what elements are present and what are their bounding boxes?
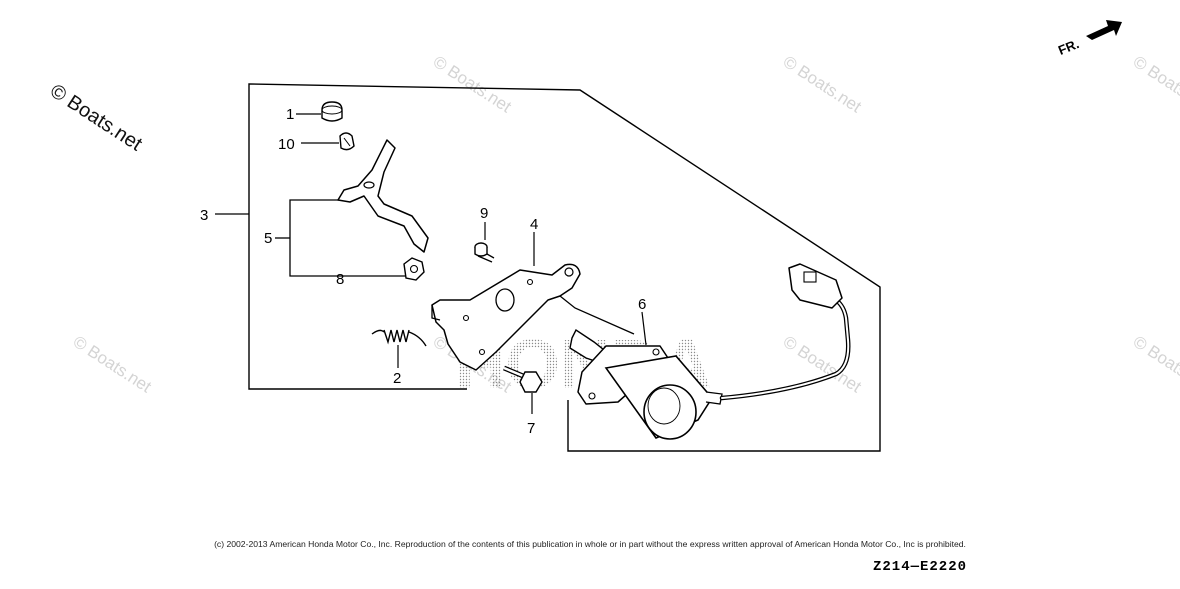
callout-2: 2 (393, 370, 401, 387)
part-motor (569, 263, 851, 440)
part-spring (371, 329, 427, 347)
callout-9: 9 (480, 205, 488, 222)
callout-5: 5 (264, 230, 272, 247)
part-bracket-plate (431, 263, 635, 371)
callout-10: 10 (278, 136, 295, 153)
front-direction-arrow-icon (1086, 20, 1122, 40)
leader-6 (641, 311, 647, 346)
assembly-outline (248, 83, 881, 452)
part-bolt (503, 365, 543, 393)
part-clip (339, 132, 355, 151)
callout-8: 8 (336, 271, 344, 288)
part-nut (403, 257, 425, 281)
callout-7: 7 (527, 420, 535, 437)
copyright-notice: (c) 2002-2013 American Honda Motor Co., … (214, 539, 966, 549)
callout-3: 3 (200, 207, 208, 224)
part-screw-9 (474, 242, 495, 263)
callout-1: 1 (286, 106, 294, 123)
callout-6: 6 (638, 296, 646, 313)
diagram-code: Z214—E2220 (873, 559, 968, 575)
callout-4: 4 (530, 216, 538, 233)
part-lever (337, 139, 429, 253)
part-cap (321, 101, 343, 122)
